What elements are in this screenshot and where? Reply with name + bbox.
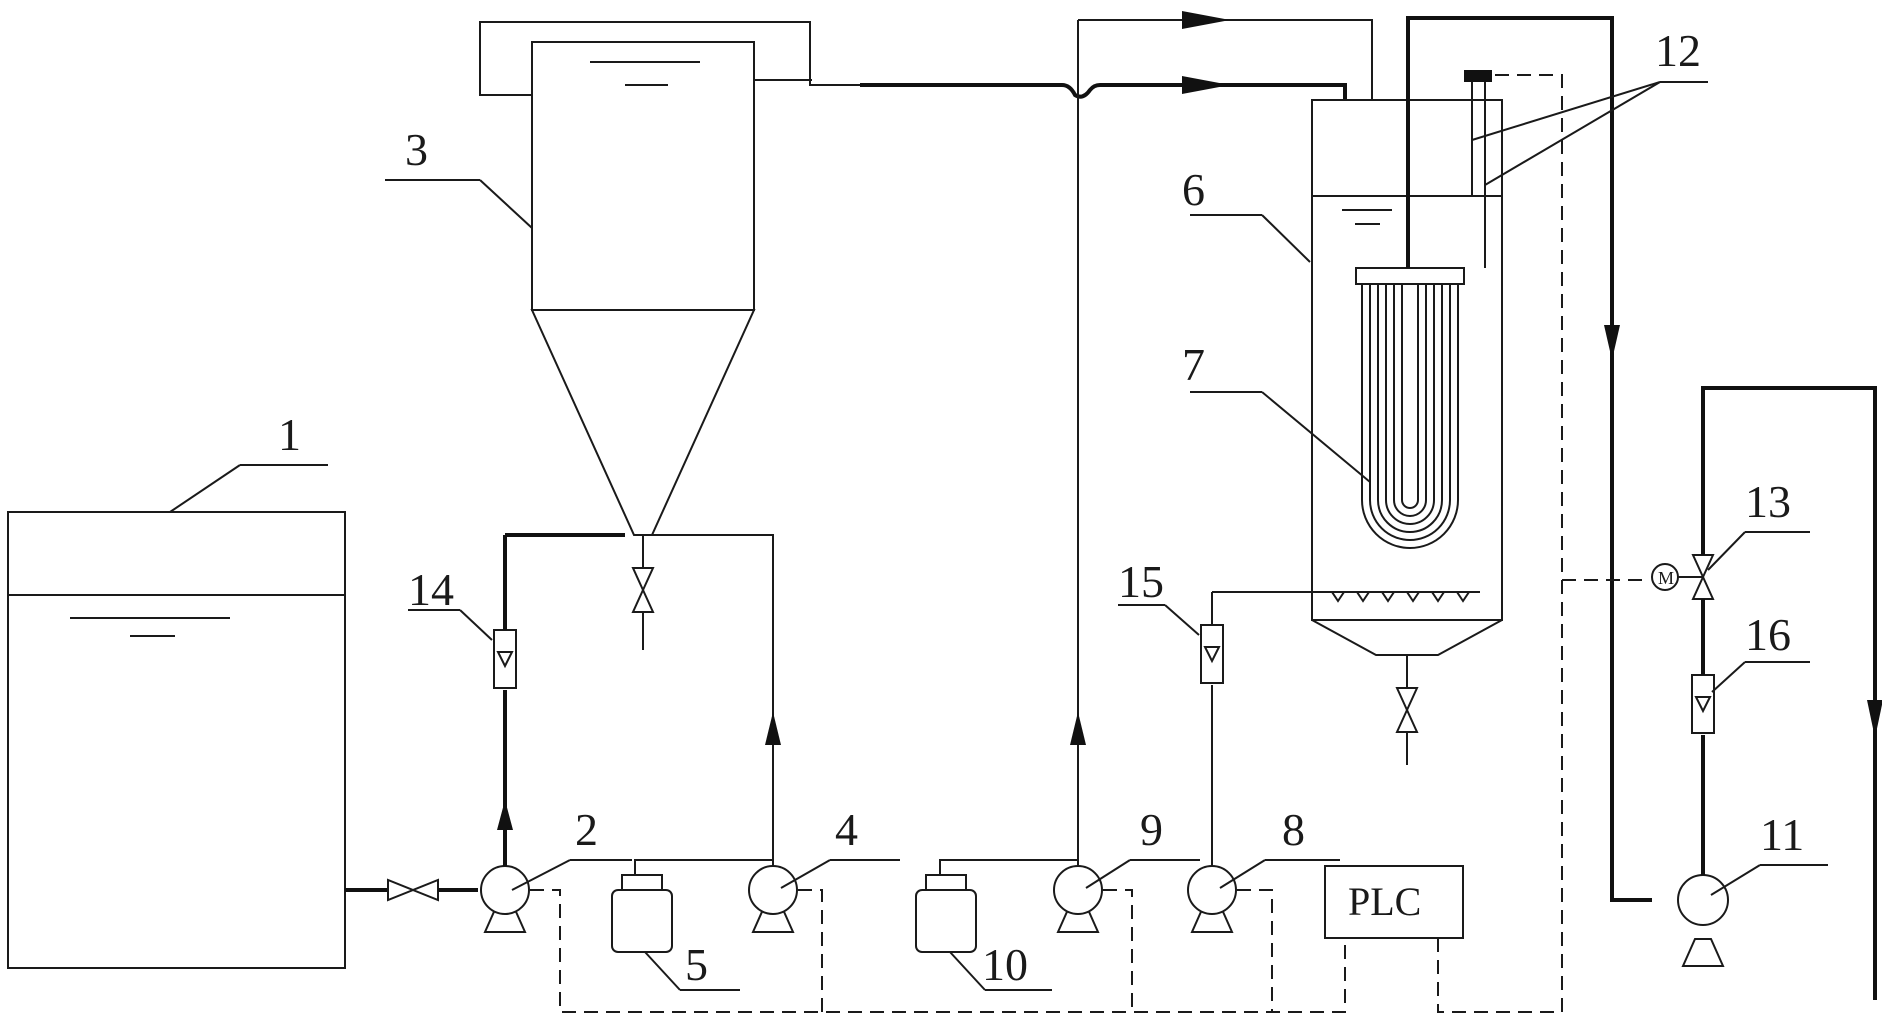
label-suction-pump: 11: [1760, 809, 1804, 860]
chemical-tank-a: [611, 874, 673, 953]
label-dosing-pump-a: 4: [835, 804, 858, 855]
flow-arrow-dosing-a: [765, 712, 781, 745]
label-membrane-bioreactor: 6: [1182, 164, 1205, 215]
mbr-drain-valve: [1395, 687, 1419, 733]
label-motorized-valve: 13: [1745, 476, 1791, 527]
flow-arrow-permeate: [1604, 325, 1620, 360]
label-chemical-tank-a: 5: [685, 939, 708, 990]
flowmeter-permeate: [1691, 674, 1715, 734]
label-chemical-tank-b: 10: [982, 939, 1028, 990]
dosing-pump-a: [748, 865, 798, 933]
motor-symbol: M: [1658, 568, 1674, 588]
label-settling-tank: 3: [405, 124, 428, 175]
suction-pump: [1677, 874, 1729, 967]
flow-arrow-dosing-b-top: [1182, 11, 1230, 29]
label-membrane-module: 7: [1182, 339, 1205, 390]
motorized-valve: M: [1651, 554, 1715, 600]
flow-arrow-dosing-b: [1070, 712, 1086, 745]
flowmeter-air: [1200, 624, 1224, 684]
label-flowmeter-permeate: 16: [1745, 609, 1791, 660]
dosing-pump-b: [1053, 865, 1103, 933]
feed-pump: [480, 865, 530, 933]
label-dosing-pump-b: 9: [1140, 804, 1163, 855]
flow-arrow-feed: [497, 800, 513, 830]
chemical-tank-b: [915, 874, 977, 953]
flowmeter-feed: [493, 629, 517, 689]
settling-tank: [479, 21, 862, 536]
tank-outlet-valve: [387, 878, 439, 902]
aeration-pump: [1187, 865, 1237, 933]
label-flowmeter-air: 15: [1118, 556, 1164, 607]
control-signal-lines: [530, 74, 1642, 1013]
label-flowmeter-feed: 14: [408, 564, 454, 615]
settling-drain-valve: [631, 567, 655, 613]
flow-arrow-outlet: [1867, 700, 1882, 738]
label-raw-water-tank: 1: [278, 409, 301, 460]
plc-label: PLC: [1348, 879, 1421, 924]
label-feed-pump: 2: [575, 804, 598, 855]
membrane-module: [1355, 267, 1465, 549]
raw-water-tank: [7, 511, 346, 969]
plc-controller: PLC: [1324, 865, 1464, 939]
flow-arrow-transfer: [1182, 76, 1230, 94]
label-aeration-pump: 8: [1282, 804, 1305, 855]
label-level-sensors: 12: [1655, 25, 1701, 76]
